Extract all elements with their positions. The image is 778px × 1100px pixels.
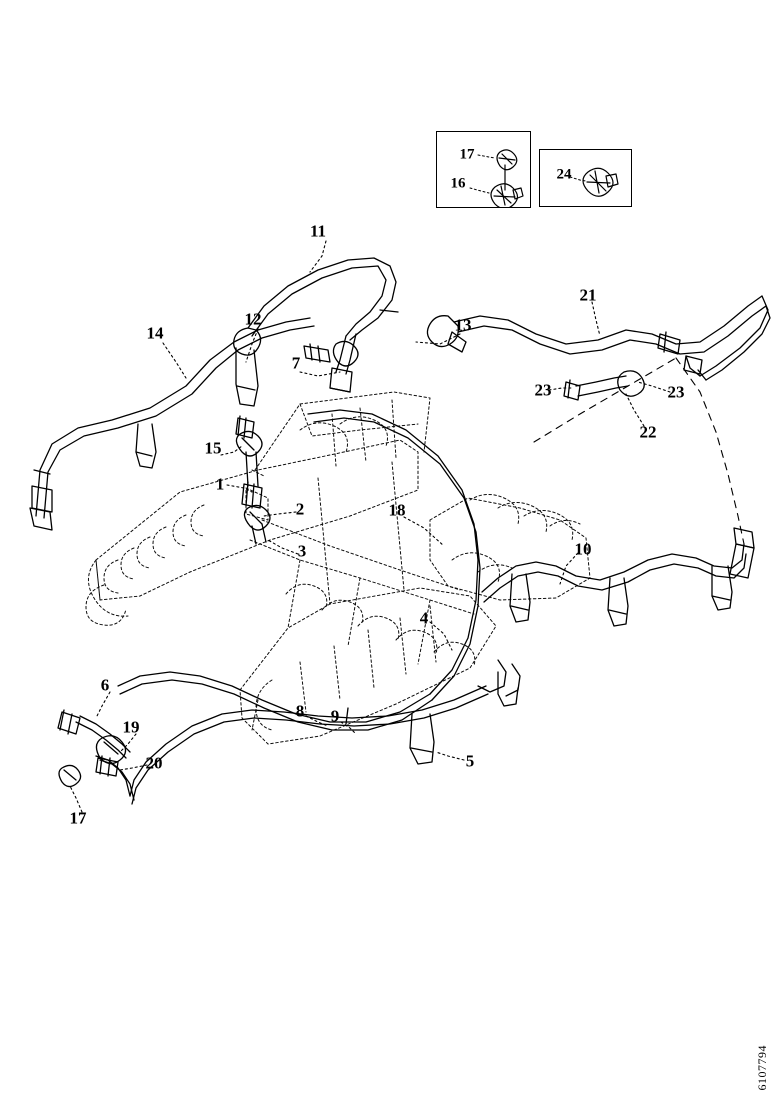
callout-3: 3 xyxy=(297,541,307,561)
inset-left-artwork xyxy=(469,149,524,210)
callout-5: 5 xyxy=(465,751,475,771)
callout-19: 19 xyxy=(122,717,140,737)
callout-17-lower: 17 xyxy=(69,808,87,828)
callout-11: 11 xyxy=(309,221,327,241)
inset-box-right: 24 xyxy=(539,149,632,207)
inset-left-label-16: 16 xyxy=(450,175,466,192)
inset-right-artwork xyxy=(569,167,619,197)
inset-left-label-17: 17 xyxy=(459,146,475,163)
callout-14: 14 xyxy=(146,323,164,343)
callout-12: 12 xyxy=(244,309,262,329)
callout-6: 6 xyxy=(100,675,110,695)
callout-22: 22 xyxy=(639,422,657,442)
inset-box-left: 17 16 xyxy=(436,131,531,210)
callout-9: 9 xyxy=(330,706,340,726)
callout-8: 8 xyxy=(295,701,305,721)
drawing-number: 6107794 xyxy=(752,1010,772,1091)
callout-15: 15 xyxy=(204,438,222,458)
inset-right-label-24: 24 xyxy=(556,166,572,183)
callout-7: 7 xyxy=(291,353,301,373)
callout-13: 13 xyxy=(454,315,472,335)
callout-20: 20 xyxy=(145,753,163,773)
callout-4: 4 xyxy=(419,608,429,628)
callout-1: 1 xyxy=(215,474,225,494)
callout-23-left: 23 xyxy=(534,380,552,400)
callout-18: 18 xyxy=(388,500,406,520)
drawing-number-text: 6107794 xyxy=(755,1044,769,1091)
callout-2: 2 xyxy=(295,499,305,519)
callout-21: 21 xyxy=(579,285,597,305)
callout-10: 10 xyxy=(574,539,592,559)
callout-23-right: 23 xyxy=(667,382,685,402)
